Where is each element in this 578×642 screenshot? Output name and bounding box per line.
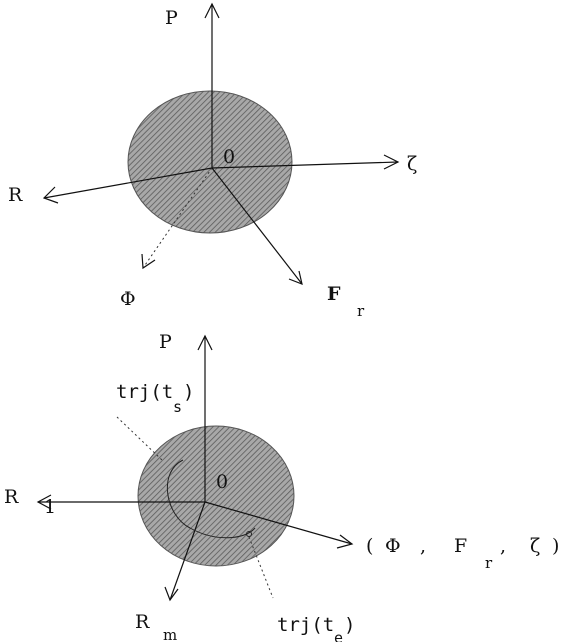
- top-fr-label: F: [327, 283, 341, 305]
- bottom-r1-subscript: 1: [44, 496, 56, 518]
- trj-end-close: ): [344, 614, 355, 636]
- trj-start-subscript: s: [173, 398, 182, 416]
- combined-comma-1: ,: [420, 535, 426, 557]
- trj-start-main: trj(t: [116, 381, 173, 403]
- top-zeta-axis: [211, 154, 400, 170]
- bottom-rm-label: R: [135, 611, 150, 633]
- bottom-r1-axis: [36, 494, 205, 510]
- top-origin-label: 0: [223, 146, 235, 168]
- trj-end-main: trj(t: [277, 614, 334, 636]
- top-fr-axis: [211, 167, 303, 285]
- bottom-origin-label: 0: [216, 471, 228, 493]
- top-p-label: P: [165, 7, 178, 29]
- top-phi-axis: [141, 167, 213, 270]
- combined-zeta: ζ: [530, 535, 540, 557]
- bottom-p-label: P: [159, 331, 172, 353]
- trajectory-curve: [166, 459, 256, 539]
- bottom-r1-label: R: [4, 486, 19, 508]
- trajectory-end-marker: [246, 531, 252, 537]
- combined-open-paren: (: [366, 535, 373, 557]
- top-blob: [127, 90, 293, 234]
- trj-start-label: trj(t s ): [116, 381, 194, 416]
- top-phi-label: Φ: [120, 288, 136, 310]
- combined-close-paren: ): [552, 535, 559, 557]
- trj-end-label: trj(t e ): [277, 614, 355, 642]
- bottom-blob: [137, 425, 295, 567]
- top-r-label: R: [8, 184, 23, 206]
- bottom-combined-axis: [204, 501, 354, 549]
- combined-f-subscript: r: [485, 554, 493, 572]
- combined-comma-2: ,: [500, 535, 506, 557]
- trj-start-pointer: [116, 416, 163, 461]
- bottom-rm-axis: [164, 501, 206, 602]
- bottom-rm-subscript: m: [163, 626, 177, 642]
- combined-phi: Φ: [385, 535, 401, 557]
- top-r-axis: [42, 167, 213, 204]
- trj-end-subscript: e: [334, 629, 343, 642]
- bottom-p-axis: [197, 334, 213, 502]
- top-fr-subscript: r: [357, 302, 365, 320]
- trj-end-pointer: [248, 536, 274, 599]
- trj-start-close: ): [183, 381, 194, 403]
- top-p-axis: [204, 2, 220, 168]
- top-diagram: 0 P ζ R Φ F r: [8, 2, 417, 320]
- top-zeta-label: ζ: [407, 153, 417, 175]
- bottom-diagram: 0 P R 1 R m ( Φ , F r , ζ ) trj(t s ) tr…: [4, 331, 559, 642]
- combined-axis-label: ( Φ , F r , ζ ): [366, 535, 559, 572]
- combined-f: F: [454, 535, 467, 557]
